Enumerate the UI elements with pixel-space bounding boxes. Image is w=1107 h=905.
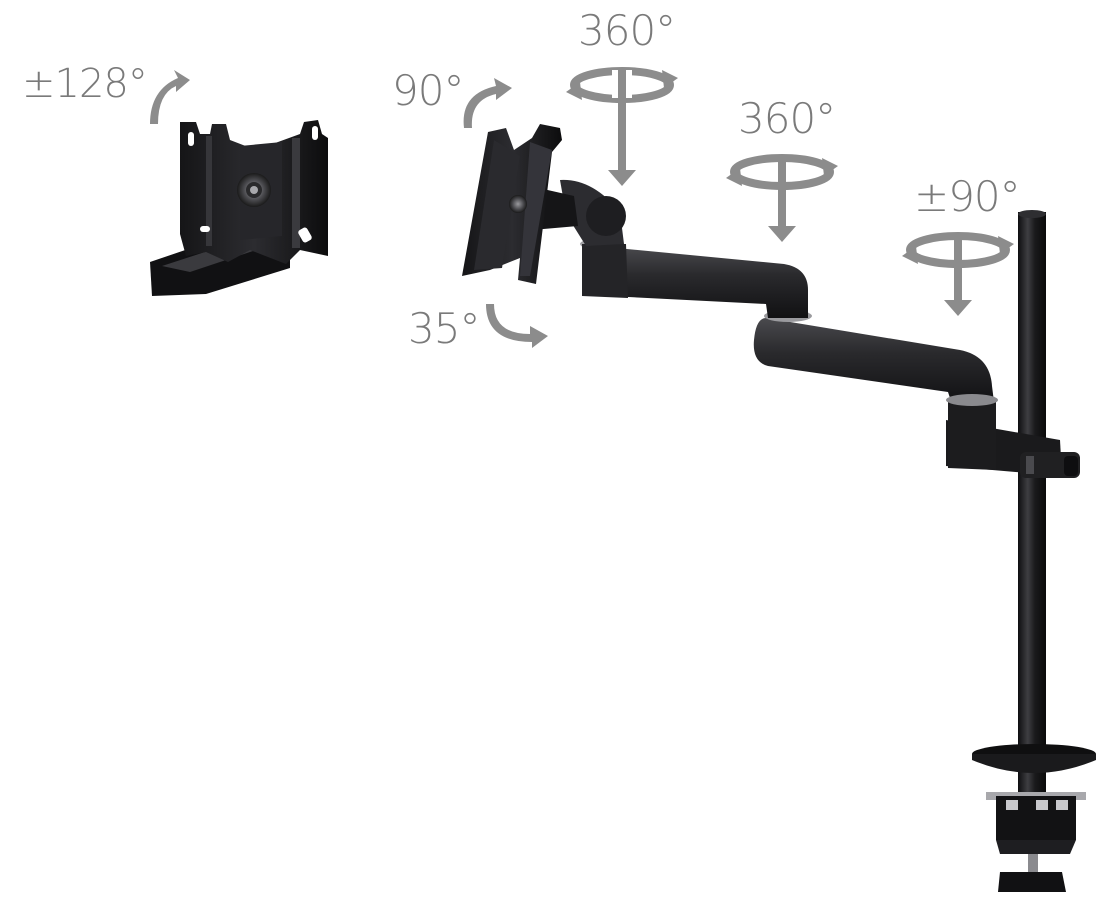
pole xyxy=(1018,212,1046,812)
vesa-plate-inset xyxy=(150,120,328,296)
mid-swivel-icon xyxy=(726,154,838,242)
desk-clamp xyxy=(972,744,1096,892)
tilt-inset-angle-label: ±128° xyxy=(22,61,148,107)
monitor-arm xyxy=(462,124,1080,812)
head-swivel-angle-label: 360° xyxy=(578,6,676,55)
tilt-down-arrow-icon xyxy=(486,304,548,348)
base-swivel-icon xyxy=(902,232,1014,316)
rotate-arrow-icon xyxy=(463,78,512,128)
tilt-down-angle-label: 35° xyxy=(408,304,480,353)
upper-arm xyxy=(590,246,808,318)
base-swivel-angle-label: ±90° xyxy=(914,172,1021,221)
head-swivel-icon xyxy=(566,67,678,186)
clamp-knob xyxy=(998,872,1066,892)
tilt-arrow-icon xyxy=(150,70,190,124)
lower-arm xyxy=(753,318,994,404)
mid-swivel-angle-label: 360° xyxy=(738,94,836,143)
rotate-angle-label: 90° xyxy=(392,66,464,115)
